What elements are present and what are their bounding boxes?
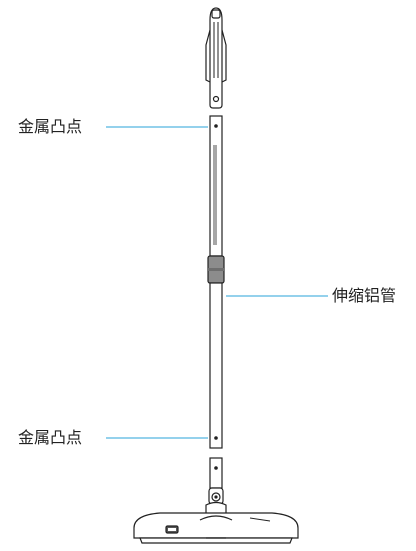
top-metal-bump-label: 金属凸点	[18, 117, 83, 136]
head-connector	[205, 457, 227, 519]
upper-tube	[209, 115, 223, 257]
bottom-metal-bump-icon	[214, 436, 218, 440]
lower-tube	[209, 282, 223, 449]
handle-grip-icon	[205, 7, 227, 109]
mop-head-icon	[133, 512, 299, 544]
bottom-metal-bump-label: 金属凸点	[18, 428, 83, 447]
telescopic-tube-label: 伸缩铝管	[332, 286, 397, 305]
top-metal-bump-icon	[214, 124, 218, 128]
telescopic-collar	[207, 255, 225, 284]
